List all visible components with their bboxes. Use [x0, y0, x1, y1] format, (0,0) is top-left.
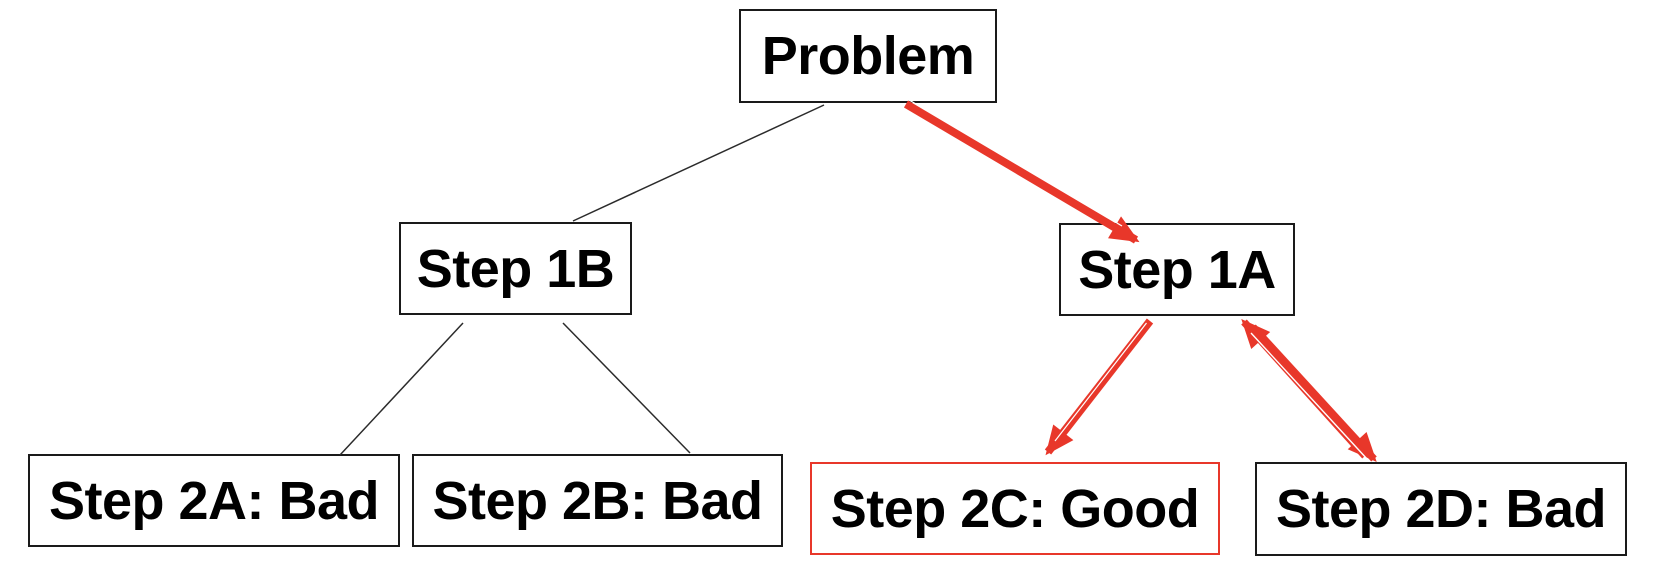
node-step-1b: Step 1B [399, 222, 632, 315]
edge-step2d-step1a-up-arrow [1241, 318, 1368, 459]
node-step-1a: Step 1A [1059, 223, 1295, 316]
edge-step1a-step2c-arrow [1044, 318, 1154, 456]
edge-step1a-step2d-doublestroke [1250, 332, 1369, 461]
node-step-2d-bad: Step 2D: Bad [1255, 462, 1627, 556]
edge-problem-step1a-doublestroke [909, 99, 1123, 227]
edge-problem-step1a-arrow [903, 100, 1140, 244]
node-step-2c-good: Step 2C: Good [810, 462, 1220, 555]
node-step-2b-bad: Step 2B: Bad [412, 454, 783, 547]
edge-step1a-step2d-down-arrow [1250, 324, 1377, 462]
edge-step1b-step2a [339, 322, 464, 456]
edge-problem-step1b [572, 104, 825, 222]
node-problem: Problem [739, 9, 997, 103]
node-step-2a-bad: Step 2A: Bad [28, 454, 400, 547]
edge-step1a-step2c-doublestroke [1054, 322, 1147, 442]
edge-step1b-step2b [562, 322, 691, 454]
